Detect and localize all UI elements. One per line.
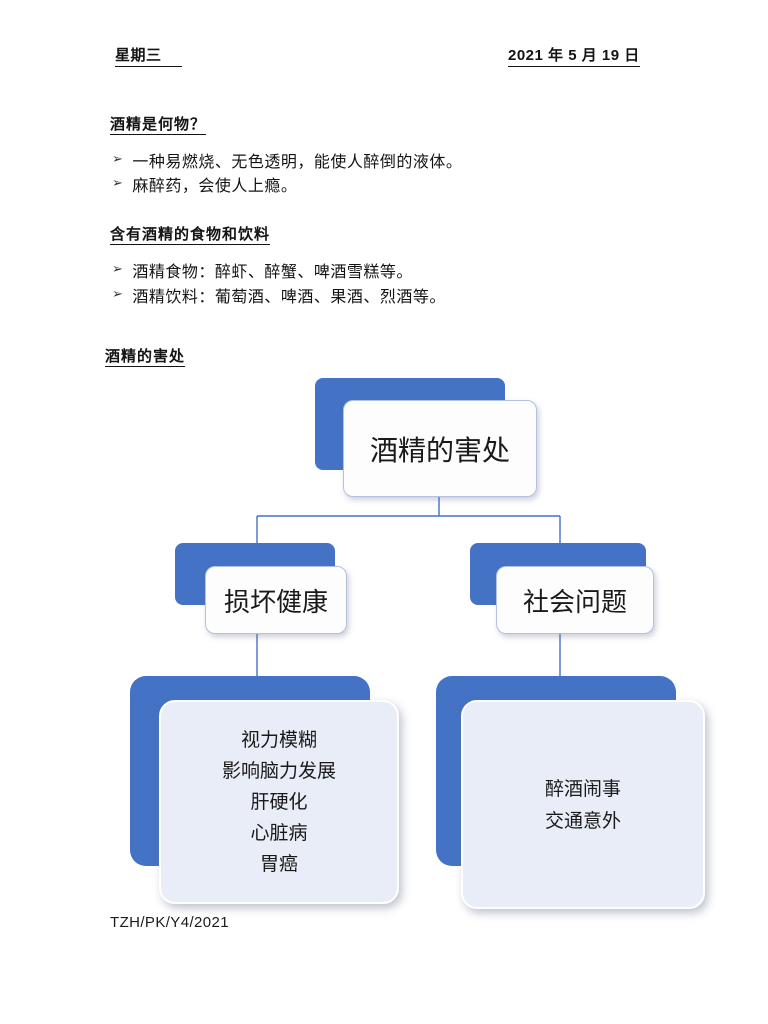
bullet-text: 一种易燃烧、无色透明，能使人醉倒的液体。 (132, 154, 463, 171)
arrow-bullet-icon: ➢ (112, 261, 124, 276)
root-node-label: 酒精的害处 (369, 433, 510, 467)
branch-social-node: 社会问题 (496, 566, 654, 634)
social-item: 交通意外 (544, 809, 621, 832)
bullet-text: 酒精饮料：葡萄酒、啤酒、果酒、烈酒等。 (132, 289, 446, 306)
section-title-what-is-alcohol: 酒精是何物？ (110, 116, 207, 135)
section-title-harms: 酒精的害处 (105, 348, 186, 367)
bullet-item: ➢ 酒精饮料：葡萄酒、啤酒、果酒、烈酒等。 (112, 283, 446, 307)
header-date: 2021 年 5 月 19 日 (508, 44, 640, 67)
health-item: 肝硬化 (250, 790, 308, 813)
bullet-item: ➢ 一种易燃烧、无色透明，能使人醉倒的液体。 (112, 148, 462, 172)
footer-reference: TZH/PK/Y4/2021 (110, 914, 229, 931)
health-item: 视力模糊 (240, 728, 317, 751)
bullet-item: ➢ 酒精食物：醉虾、醉蟹、啤酒雪糕等。 (112, 258, 413, 282)
branch-social-label: 社会问题 (522, 587, 627, 618)
arrow-bullet-icon: ➢ (112, 286, 124, 301)
section-title-foods-drinks: 含有酒精的食物和饮料 (110, 226, 271, 245)
bullet-text: 酒精食物：醉虾、醉蟹、啤酒雪糕等。 (132, 264, 413, 281)
branch-health-label: 损坏健康 (223, 587, 328, 618)
branch-health-node: 损坏健康 (205, 566, 347, 634)
health-item: 胃癌 (259, 852, 298, 875)
arrow-bullet-icon: ➢ (112, 175, 124, 190)
health-item: 影响脑力发展 (221, 759, 336, 782)
root-node: 酒精的害处 (343, 400, 537, 497)
header-weekday: 星期三 (115, 44, 182, 67)
bullet-text: 麻醉药，会使人上瘾。 (132, 178, 298, 195)
health-panel: 视力模糊 影响脑力发展 肝硬化 心脏病 胃癌 (159, 700, 399, 904)
arrow-bullet-icon: ➢ (112, 151, 124, 166)
health-item: 心脏病 (250, 821, 308, 844)
social-panel: 醉酒闹事 交通意外 (461, 700, 705, 909)
bullet-item: ➢ 麻醉药，会使人上瘾。 (112, 172, 297, 196)
social-item: 醉酒闹事 (544, 777, 621, 800)
